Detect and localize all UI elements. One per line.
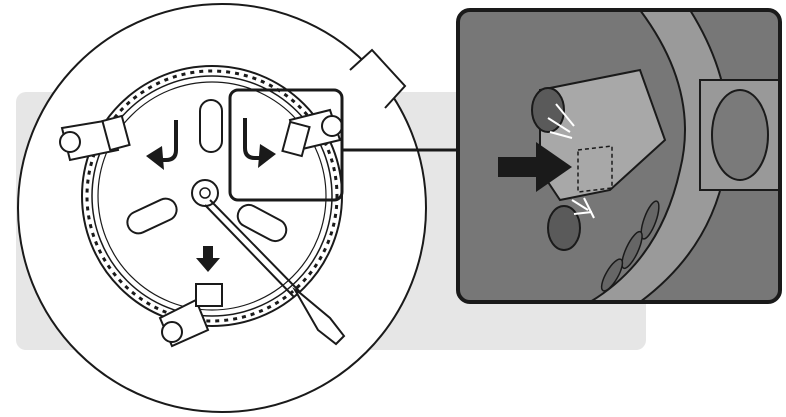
slot-left bbox=[126, 197, 178, 235]
callout-highlight-box bbox=[228, 88, 344, 202]
top-handle bbox=[349, 48, 407, 109]
arrow-turn-left-icon bbox=[146, 120, 178, 170]
slot-top bbox=[199, 99, 223, 153]
release-lever bbox=[204, 199, 346, 346]
slot-right bbox=[236, 203, 288, 243]
zoom-detail-panel bbox=[456, 8, 782, 304]
arrow-down-icon bbox=[196, 246, 220, 272]
tab-bottom bbox=[158, 283, 223, 348]
center-hub bbox=[191, 179, 219, 207]
tab-left bbox=[59, 114, 131, 162]
arrow-right-icon bbox=[498, 142, 572, 192]
tab-right bbox=[281, 108, 343, 158]
arrow-turn-right-icon bbox=[243, 118, 276, 168]
magnified-circle-view bbox=[17, 3, 427, 413]
